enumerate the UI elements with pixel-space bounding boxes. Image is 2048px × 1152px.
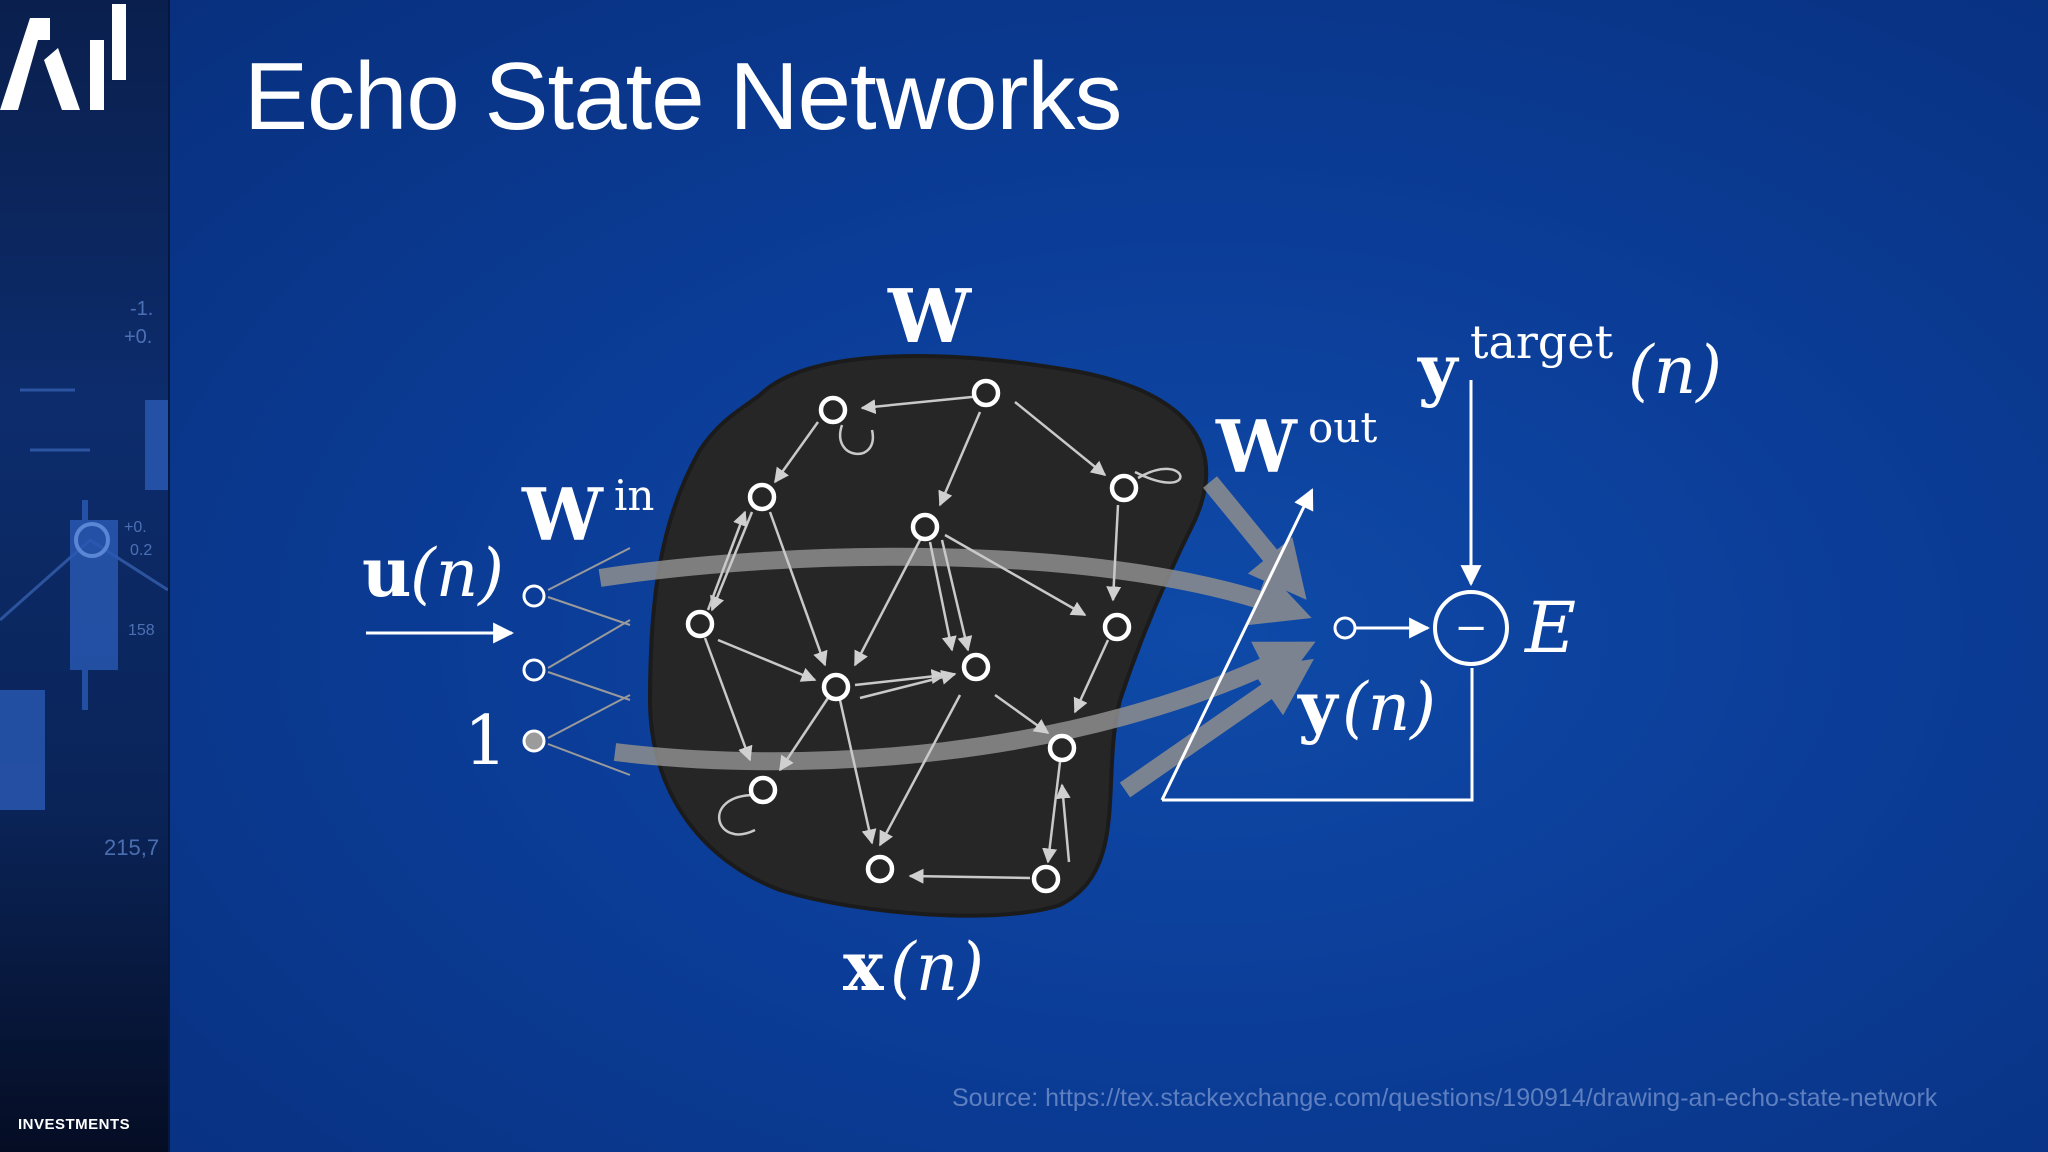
sidebar-number: +0.	[124, 326, 152, 348]
self-loops	[717, 424, 1182, 836]
reservoir-node	[685, 609, 715, 639]
label-W-in-sup: in	[614, 471, 654, 520]
reservoir-node	[748, 775, 778, 805]
training-loop	[1160, 380, 1482, 802]
label-W: W	[887, 274, 972, 360]
reservoir-node	[1102, 612, 1132, 642]
label-E: E	[1523, 587, 1576, 669]
label-y: y	[1297, 667, 1340, 747]
sidebar-number: 158	[128, 622, 155, 639]
sidebar-number: 0.2	[130, 542, 152, 559]
reservoir-node	[1047, 733, 1077, 763]
reservoir-node	[1031, 864, 1061, 894]
input-node	[522, 584, 546, 608]
reservoir-node	[865, 854, 895, 884]
label-W-out: W	[1215, 404, 1298, 489]
reservoir-edges	[703, 394, 1122, 884]
reservoir-node	[818, 395, 848, 425]
reservoir-node	[961, 652, 991, 682]
sidebar-chart-decoration: -1. +0. +0. 0.2 158 215,7	[0, 298, 168, 860]
input-nodes	[522, 584, 546, 753]
input-node	[522, 658, 546, 682]
reservoir-nodes	[685, 378, 1139, 894]
reservoir-blob	[647, 354, 1209, 918]
minus-sign: −	[1454, 605, 1488, 651]
label-y-target-arg: (n)	[1628, 332, 1722, 409]
label-one: 1	[464, 702, 507, 781]
label-y-target: y	[1417, 330, 1460, 410]
logo-text: AI	[0, 0, 2, 1]
reservoir-node	[1109, 473, 1139, 503]
thick-arrows	[598, 476, 1316, 798]
error-node	[1433, 590, 1509, 666]
reservoir-node	[971, 378, 1001, 408]
label-x-arg: (n)	[890, 929, 984, 1006]
company-logo: AI	[0, 0, 126, 110]
label-u: u	[362, 533, 411, 613]
label-x: x	[843, 927, 884, 1007]
reservoir-node	[821, 672, 851, 702]
output-node	[1333, 616, 1357, 640]
label-W-in: W	[521, 472, 604, 557]
sidebar-number: +0.	[124, 519, 147, 536]
input-connections	[547, 547, 631, 776]
label-y-target-sup: target	[1470, 315, 1614, 369]
sidebar-number: -1.	[130, 298, 153, 320]
slide-title: Echo State Networks	[244, 43, 1122, 150]
logo-caption: INVESTMENTS	[18, 1116, 131, 1133]
reservoir-node	[910, 512, 940, 542]
sidebar-number: 215,7	[104, 835, 159, 860]
bias-node	[522, 729, 546, 753]
esn-diagram: − W W in W out u (n) 1 x (n) y (n) y tar…	[362, 274, 1722, 1007]
source-citation: Source: https://tex.stackexchange.com/qu…	[952, 1084, 1938, 1112]
label-y-arg: (n)	[1342, 669, 1436, 746]
reservoir-node	[747, 482, 777, 512]
label-u-arg: (n)	[410, 535, 504, 612]
label-W-out-sup: out	[1308, 403, 1377, 452]
sidebar-panel: -1. +0. +0. 0.2 158 215,7 AI INVESTMENTS	[0, 0, 170, 1152]
